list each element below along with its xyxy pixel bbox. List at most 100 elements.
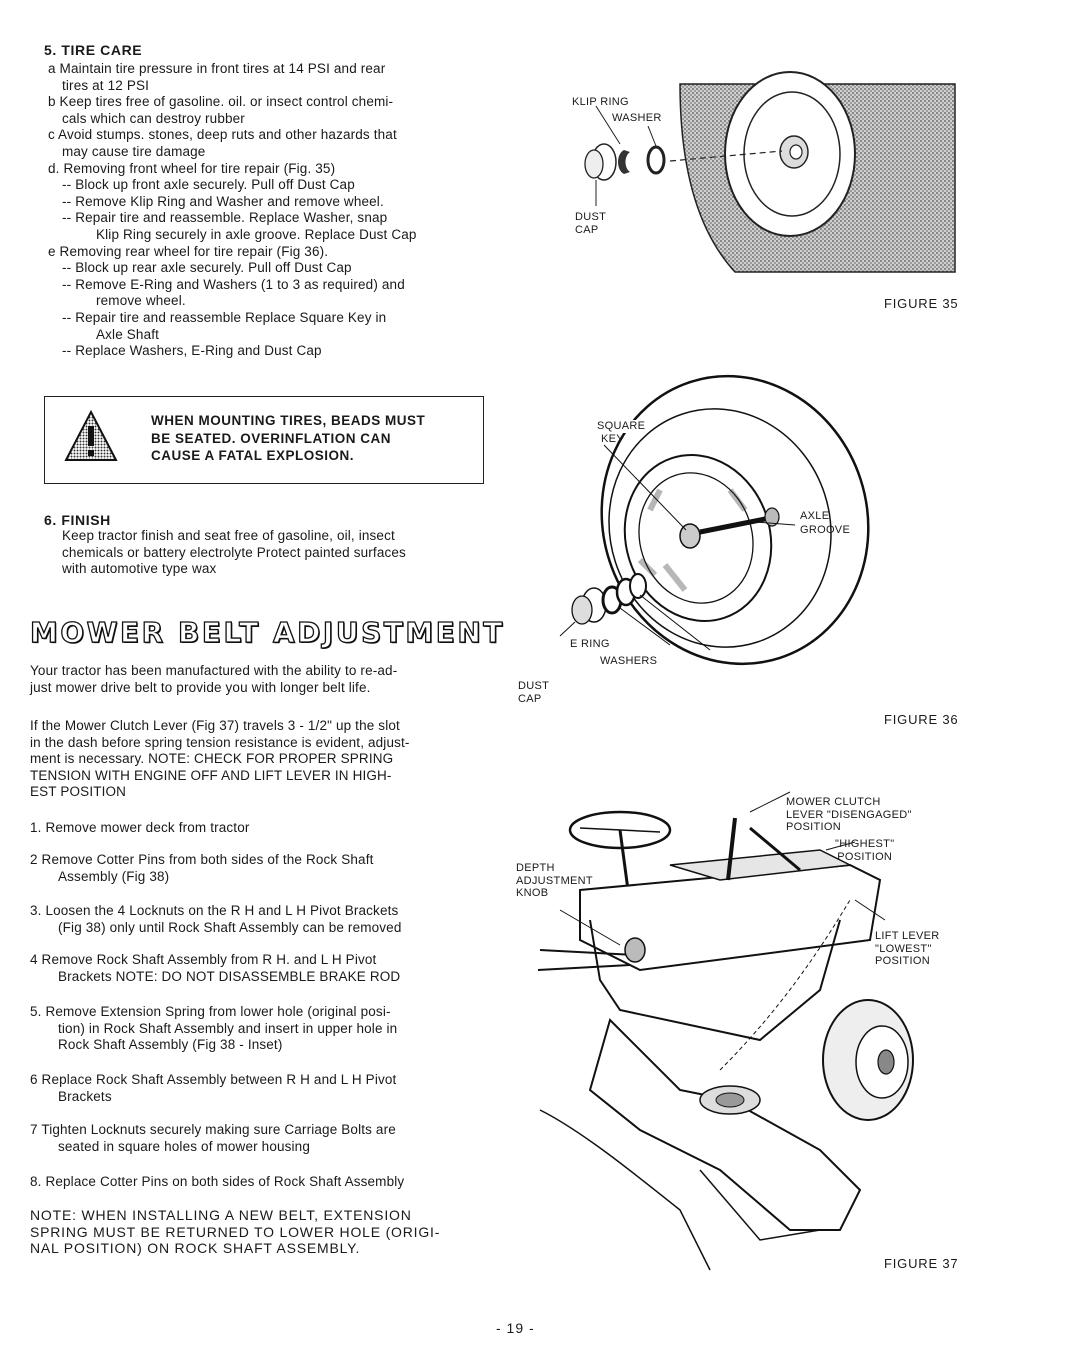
step-line: 7 Tighten Locknuts securely making sure … xyxy=(30,1122,396,1137)
tire-care-body: a Maintain tire pressure in front tires … xyxy=(48,61,417,360)
tire-care-line: d. Removing front wheel for tire repair … xyxy=(48,160,336,176)
belt-note: NOTE: WHEN INSTALLING A NEW BELT, EXTENS… xyxy=(30,1207,440,1257)
label-line: KNOB xyxy=(516,887,549,899)
label-line: POSITION xyxy=(786,821,841,833)
belt-paragraph: If the Mower Clutch Lever (Fig 37) trave… xyxy=(30,718,410,801)
belt-para-line: ment is necessary. NOTE: CHECK FOR PROPE… xyxy=(30,751,394,767)
tire-care-line: e Removing rear wheel for tire repair (F… xyxy=(48,243,329,259)
note-line: NOTE: WHEN INSTALLING A NEW BELT, EXTENS… xyxy=(30,1207,412,1223)
step-line: tion) in Rock Shaft Assembly and insert … xyxy=(58,1020,398,1036)
figure-35-illustration xyxy=(584,71,956,273)
tire-care-line: Axle Shaft xyxy=(96,326,160,342)
label-cap: CAP xyxy=(575,224,599,236)
step-5: 5. Remove Extension Spring from lower ho… xyxy=(30,1004,397,1054)
step-4: 4 Remove Rock Shaft Assembly from R H. a… xyxy=(30,952,400,985)
warning-triangle-icon xyxy=(64,409,118,461)
note-line: SPRING MUST BE RETURNED TO LOWER HOLE (O… xyxy=(30,1223,441,1240)
label-lift-lever: LIFT LEVER "LOWEST" POSITION xyxy=(875,930,940,968)
belt-intro-line: just mower drive belt to provide you wit… xyxy=(30,679,371,695)
label-line: POSITION xyxy=(875,955,930,967)
label-e-ring: E RING xyxy=(570,638,610,650)
tire-care-line: c Avoid stumps. stones, deep ruts and ot… xyxy=(48,127,397,143)
tire-care-line: remove wheel. xyxy=(96,293,186,309)
belt-intro-line: Your tractor has been manufactured with … xyxy=(30,663,398,678)
label-dust-36: DUST xyxy=(518,680,550,692)
figure-37-caption: FIGURE 37 xyxy=(884,1256,959,1271)
tire-care-line: cals which can destroy rubber xyxy=(62,110,245,126)
step-6: 6 Replace Rock Shaft Assembly between R … xyxy=(30,1072,396,1105)
finish-body: Keep tractor finish and seat free of gas… xyxy=(62,528,406,578)
tire-care-line: a Maintain tire pressure in front tires … xyxy=(48,61,386,76)
step-3: 3. Loosen the 4 Locknuts on the R H and … xyxy=(30,903,402,936)
label-axle: AXLE xyxy=(800,510,830,522)
step-line: Brackets xyxy=(58,1088,112,1104)
label-line: POSITION xyxy=(837,850,893,863)
step-line: 6 Replace Rock Shaft Assembly between R … xyxy=(30,1072,397,1087)
tire-care-line: -- Repair tire and reassemble Replace Sq… xyxy=(62,309,387,325)
step-2: 2 Remove Cotter Pins from both sides of … xyxy=(30,852,374,885)
label-line: LIFT LEVER xyxy=(875,930,940,942)
finish-line: chemicals or battery electrolyte Protect… xyxy=(62,544,406,560)
belt-para-line: TENSION WITH ENGINE OFF AND LIFT LEVER I… xyxy=(30,767,392,783)
label-washer: WASHER xyxy=(612,112,662,125)
label-highest: "HIGHEST" POSITION xyxy=(835,838,894,863)
page-number: - 19 - xyxy=(496,1320,535,1336)
finish-line: Keep tractor finish and seat free of gas… xyxy=(62,528,395,543)
step-line: Brackets NOTE: DO NOT DISASSEMBLE BRAKE … xyxy=(58,968,401,984)
warning-line: BE SEATED. OVERINFLATION CAN xyxy=(151,430,392,446)
label-line: ADJUSTMENT xyxy=(516,874,593,887)
label-depth-knob: DEPTH ADJUSTMENT KNOB xyxy=(516,862,593,900)
tire-care-heading: 5. TIRE CARE xyxy=(44,42,143,58)
label-line: "HIGHEST" xyxy=(835,838,895,850)
belt-para-line: If the Mower Clutch Lever (Fig 37) trave… xyxy=(30,718,400,733)
tire-care-line: -- Repair tire and reassemble. Replace W… xyxy=(62,210,388,226)
step-line: 1. Remove mower deck from tractor xyxy=(30,820,250,835)
tire-care-line: Klip Ring securely in axle groove. Repla… xyxy=(96,226,417,242)
step-line: 3. Loosen the 4 Locknuts on the R H and … xyxy=(30,903,399,918)
step-line: Rock Shaft Assembly (Fig 38 - Inset) xyxy=(58,1037,283,1053)
step-line: (Fig 38) only until Rock Shaft Assembly … xyxy=(58,919,402,935)
label-line: "LOWEST" xyxy=(875,942,932,955)
label-washers: WASHERS xyxy=(600,655,658,667)
label-line: LEVER "DISENGAGED" xyxy=(786,808,912,821)
warning-line: WHEN MOUNTING TIRES, BEADS MUST xyxy=(151,413,426,428)
label-dust: DUST xyxy=(575,211,607,223)
finish-heading: 6. FINISH xyxy=(44,512,111,528)
tire-care-line: tires at 12 PSI xyxy=(62,77,150,93)
label-cap-36: CAP xyxy=(518,693,542,705)
step-line: Assembly (Fig 38) xyxy=(58,868,170,884)
figure-36-illustration xyxy=(559,374,870,666)
figure-36-caption: FIGURE 36 xyxy=(884,712,959,727)
note-line: NAL POSITION) ON ROCK SHAFT ASSEMBLY. xyxy=(30,1240,361,1257)
tire-care-line: -- Block up front axle securely. Pull of… xyxy=(62,177,355,193)
belt-para-line: in the dash before spring tension resist… xyxy=(30,734,410,750)
warning-text: WHEN MOUNTING TIRES, BEADS MUST BE SEATE… xyxy=(151,412,425,465)
label-line: DEPTH xyxy=(516,862,555,874)
figure-35-caption: FIGURE 35 xyxy=(884,296,959,311)
label-mower-clutch: MOWER CLUTCH LEVER "DISENGAGED" POSITION xyxy=(786,796,912,834)
step-line: 2 Remove Cotter Pins from both sides of … xyxy=(30,852,374,867)
warning-line: CAUSE A FATAL EXPLOSION. xyxy=(151,448,355,463)
tire-care-line: -- Replace Washers, E-Ring and Dust Cap xyxy=(62,343,322,359)
step-line: 8. Replace Cotter Pins on both sides of … xyxy=(30,1174,405,1189)
step-line: seated in square holes of mower housing xyxy=(58,1138,311,1154)
label-key: KEY xyxy=(601,433,624,445)
tire-care-line: -- Remove E-Ring and Washers (1 to 3 as … xyxy=(62,276,405,292)
step-line: 5. Remove Extension Spring from lower ho… xyxy=(30,1004,391,1019)
label-groove: GROOVE xyxy=(800,524,851,536)
warning-box xyxy=(44,396,484,484)
step-1: 1. Remove mower deck from tractor xyxy=(30,820,250,837)
label-klip-ring: KLIP RING xyxy=(572,96,629,108)
step-7: 7 Tighten Locknuts securely making sure … xyxy=(30,1122,396,1155)
belt-intro: Your tractor has been manufactured with … xyxy=(30,663,397,696)
belt-para-line: EST POSITION xyxy=(30,784,127,800)
step-line: 4 Remove Rock Shaft Assembly from R H. a… xyxy=(30,952,377,967)
finish-line: with automotive type wax xyxy=(62,561,217,577)
step-8: 8. Replace Cotter Pins on both sides of … xyxy=(30,1174,404,1191)
label-square: SQUARE xyxy=(597,420,646,433)
section-title: MOWER BELT ADJUSTMENT xyxy=(29,615,505,649)
tire-care-line: -- Block up rear axle securely. Pull off… xyxy=(62,260,352,276)
tire-care-line: may cause tire damage xyxy=(62,143,206,159)
figure-37-illustration xyxy=(537,791,914,1271)
